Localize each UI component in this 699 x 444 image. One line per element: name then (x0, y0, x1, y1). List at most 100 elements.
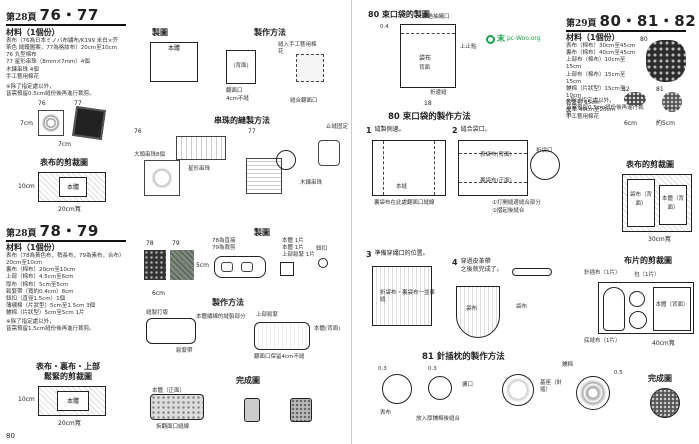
material-item: 薄襯棉（片狀型）5cm至1.5cm 3個 (6, 302, 96, 309)
stitch-note-fix: 止縫固定 (326, 124, 349, 130)
pattern-center: 本體 (66, 184, 79, 191)
material-item: 鈕扣（直徑1.5cm）1個 (6, 295, 66, 302)
stitch-diagram-bag (176, 136, 226, 160)
bag-80-image (646, 40, 686, 82)
zoom-circle (276, 150, 296, 170)
note: ※除了指定處以外， 皆需預留0.5cm縫份後再進行裁剪。 (566, 98, 644, 119)
step-number: 4 (452, 258, 458, 267)
step-2-note: ①打開縫邊縫合部分 (492, 200, 541, 206)
method-step2 (296, 54, 324, 82)
material-item: 上部（棉布）4.5cm至6cm (6, 274, 74, 281)
draft-label: 78為直接 (212, 238, 236, 244)
page-number: 80 (6, 432, 15, 440)
photo-label-78: 78 (146, 240, 154, 247)
zoom-circle (530, 150, 560, 180)
step-1-head: 1 縫製側邊。 (366, 126, 405, 136)
draft-label: 79為裁剪 (212, 245, 236, 251)
material-item: 表布（棉布）30cm至45cm (566, 43, 636, 49)
draft-title: 製圖 (254, 228, 270, 237)
item-numbers: 76・77 (39, 6, 99, 24)
pin-step-3 (502, 374, 534, 406)
pattern-width-2: 20cm寬 (58, 420, 81, 427)
materials-list: 表布（78為黃色布，稍長布，79為素布，合布） 20cm至10cm 裏布（棉布）… (6, 253, 136, 317)
pin-label: 鋪棉 (562, 362, 574, 368)
cloth-piece-2 (629, 291, 645, 307)
draft-label: 鈕扣 (316, 246, 328, 252)
material-item: 20cm至10cm (6, 260, 43, 267)
left-page: 第28頁 76・77 材料（1個份） 表布（76為日本ミノバ布繡布/K199 米… (6, 0, 352, 444)
bag-draft-label: 上止點 (460, 44, 477, 50)
method-label: 翻面口保留4cm不縫 (254, 354, 305, 360)
stitch-note-star: 星形串珠 (188, 166, 211, 172)
cloth-label: 針插布（1片） (584, 270, 621, 276)
step-number: 2 (452, 126, 458, 135)
pattern-fabric: 本體 (38, 172, 106, 202)
dim-82: 6cm (624, 120, 637, 127)
pin-step-1 (382, 374, 412, 404)
cloth-piece-4: 本體（背面） (653, 287, 691, 331)
material-item: 木鍊串珠 4個 (6, 66, 39, 73)
logo-icon (486, 34, 495, 44)
material-item: 鬆緊帶 15cm (566, 100, 600, 107)
bag-draft-label: 袋布 (419, 55, 432, 62)
material-item: 裏布（棉布）40cm至45cm (566, 50, 636, 57)
pin-done-title: 完成圖 (648, 374, 672, 383)
case-78-image (144, 250, 166, 280)
step-2-diagram (458, 140, 528, 196)
step-2-label: 裏袋布(正面) (480, 178, 512, 184)
pattern-fabric-3: 袋布（背面） 本體（背面） (622, 174, 692, 232)
step-1-diagram (372, 140, 446, 196)
pin-label: 0.3 (428, 366, 437, 372)
material-item: 上部布（棉布）10cm至15cm (566, 57, 626, 71)
draft-inner (241, 262, 253, 272)
material-item: 表布（78為黃色布，稍長布，79為素布，合布） (6, 253, 125, 259)
done-label: 本體（正面） (152, 388, 186, 394)
stitch-note-wood: 木鍊串珠 (300, 180, 323, 186)
dim-width: 7cm (58, 141, 71, 148)
photo-label-82: 82 (622, 86, 630, 93)
bag-draft-label: 0.4 (380, 24, 389, 30)
cloth-piece-3 (629, 311, 647, 329)
material-item: 77 星形串珠（8mm×7mm）4個 (6, 59, 90, 66)
step-3-diagram (372, 266, 432, 326)
step-4-bag (456, 286, 500, 338)
pin-step-4 (576, 376, 610, 410)
pattern-piece: 本體 (57, 391, 89, 411)
done-closed-case-2 (290, 398, 312, 422)
pattern-piece-label: 袋布（背面） (629, 192, 652, 208)
draft-box: 本體 (150, 42, 198, 82)
photo-label-80: 80 (640, 36, 648, 43)
done-label: 拆翻面口縫線 (156, 424, 190, 430)
case-79-image (170, 250, 194, 280)
logo-char: 末 (497, 34, 505, 43)
step-1-label: 本縫 (396, 184, 408, 190)
cloth-width: 40cm寬 (652, 340, 675, 347)
step-1-seam (434, 141, 435, 195)
stitch-label-77: 77 (248, 128, 256, 135)
section-header-78-79: 第28頁 78・79 (6, 222, 99, 241)
material-item: 手工藝用棉花 (566, 114, 600, 121)
bag-draft-box: 袋布 背面 (400, 24, 456, 88)
header-rule (566, 30, 686, 32)
materials-block-3: 材料（1個份） 表布（棉布）30cm至45cm 裏布（棉布）40cm至45cm … (566, 33, 638, 122)
material-item: 皮革 40cm至20cm (566, 107, 616, 114)
step-3-note: 折袋布・裏袋布一並車縫 (380, 290, 436, 304)
pattern-piece: 本體（背面） (659, 185, 687, 225)
method-title-2: 製作方法 (212, 298, 244, 307)
step-text: 縫合袋口。 (460, 126, 491, 133)
bag-draft-width: 18 (424, 100, 432, 107)
method-note-b: 4cm不縫 (226, 96, 249, 102)
bag-draft-line (401, 33, 455, 34)
pattern-center: 本體 (66, 398, 79, 405)
step-4-label: 袋布 (516, 304, 528, 310)
dim-79: 5cm (196, 262, 209, 269)
pin-label: 基座（針插） (540, 380, 563, 394)
step-2-fold (459, 153, 527, 154)
method-step1: (背面) (226, 50, 256, 84)
pattern-title-2: 表布・裏布・上部 鬆緊的剪裁圖 (36, 362, 100, 381)
site-logo: 末 pc-Woo.org (486, 34, 541, 44)
dim-81: 約5cm (656, 120, 675, 127)
pin-label: 0.3 (378, 366, 387, 372)
draft-label: 本體 1片 (282, 238, 304, 244)
bag-draft-label: 穿過抽繩口 (422, 14, 450, 20)
